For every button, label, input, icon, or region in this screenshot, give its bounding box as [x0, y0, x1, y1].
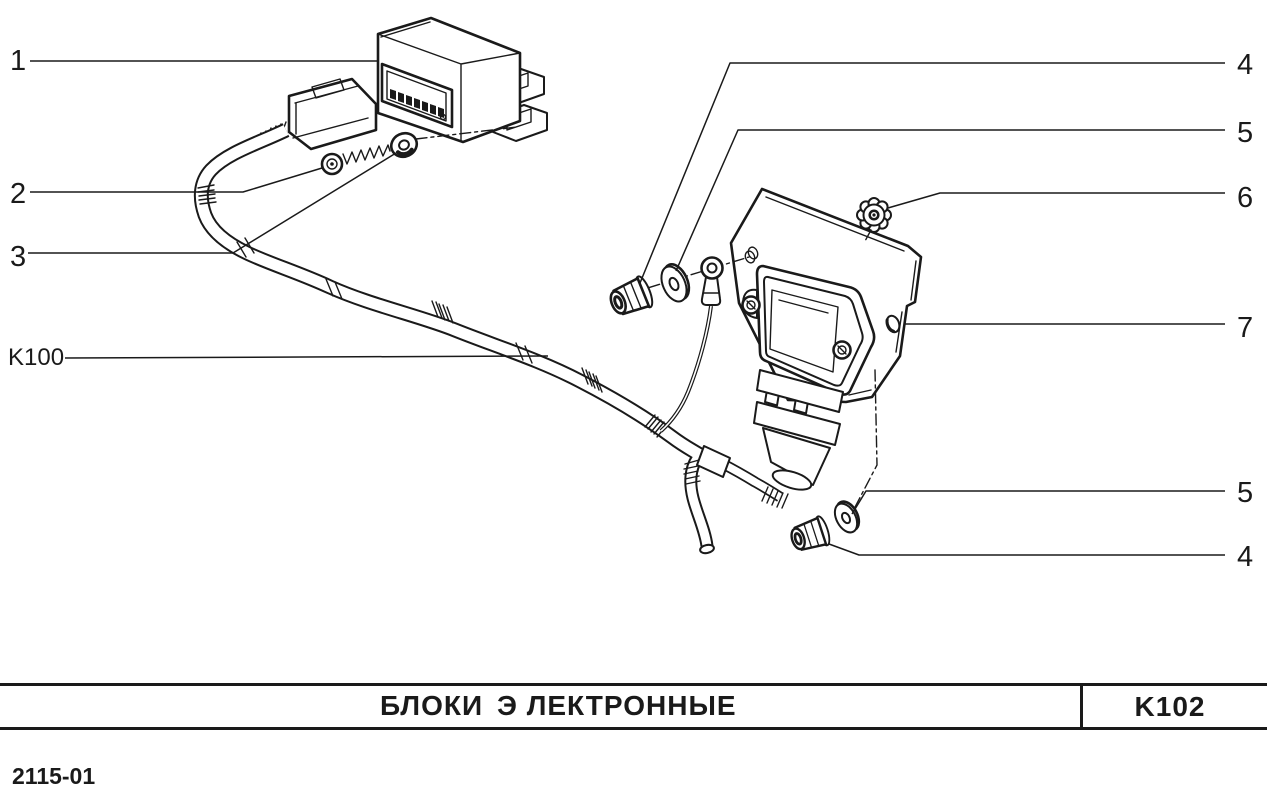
boot-opening	[771, 469, 813, 491]
callout-1: 1	[10, 45, 26, 77]
socket-index-hole	[439, 113, 447, 121]
section-title-word1: БЛОКИ	[380, 690, 483, 721]
page-code: K102	[1135, 691, 1206, 722]
stud-axis-line	[627, 256, 750, 295]
leader-5-bottom	[851, 490, 1225, 515]
leader-3	[28, 152, 397, 254]
callout-6: 6	[1237, 182, 1253, 214]
washer	[389, 131, 419, 159]
module-connector	[753, 369, 844, 509]
ground-wire	[659, 305, 713, 433]
leader-5-top	[675, 129, 1225, 272]
tape-edge-ticks	[236, 237, 533, 364]
upper-washer	[660, 263, 691, 303]
harness-wrap-band	[696, 445, 731, 478]
assembly-axis-line	[415, 126, 518, 140]
callout-4-bottom: 4	[1237, 541, 1253, 573]
callouts: 1 2 3 K100 4 5 6 7 5 4	[8, 45, 1253, 573]
ring-terminal	[700, 256, 724, 306]
leader-4-top	[639, 62, 1225, 284]
leader-6	[887, 192, 1225, 209]
leader-k100	[64, 355, 549, 359]
leader-4-bottom	[828, 543, 1225, 556]
title-block-top-rule	[0, 683, 1267, 686]
screw	[320, 144, 391, 176]
callout-4-top: 4	[1237, 49, 1253, 81]
harness-connector-plug	[254, 77, 378, 151]
module-screw-left	[741, 288, 761, 319]
callout-5-top: 5	[1237, 117, 1253, 149]
callout-2: 2	[10, 178, 26, 210]
callout-5-bottom: 5	[1237, 477, 1253, 509]
module-screw-right	[832, 340, 852, 360]
lower-stud-axis-line	[853, 369, 878, 510]
relay-socket	[380, 62, 454, 129]
title-block-divider	[1080, 683, 1083, 730]
leader-2	[30, 167, 323, 193]
callout-k100: K100	[8, 344, 64, 371]
harness-k100	[193, 123, 783, 555]
lower-washer	[833, 500, 861, 534]
boot-corrugation	[761, 486, 789, 509]
lower-nut	[790, 515, 831, 551]
relay-assembly	[254, 16, 548, 176]
section-title-word2: Э ЛЕКТРОННЫЕ	[497, 690, 737, 721]
sheet-code: 2115-01	[12, 763, 95, 789]
socket-pins	[390, 89, 444, 118]
title-block-bottom-rule	[0, 727, 1267, 730]
callout-7: 7	[1237, 312, 1253, 344]
module-assembly	[609, 187, 923, 551]
callout-3: 3	[10, 241, 26, 273]
title-block: БЛОКИ Э ЛЕКТРОННЫЕ K102	[0, 683, 1267, 730]
upper-nut	[609, 275, 654, 316]
plate-stud-hole	[744, 246, 759, 264]
harness-open-end	[699, 543, 715, 555]
star-nut	[856, 197, 892, 244]
ignition-module	[741, 264, 876, 396]
tape-hatching	[197, 184, 701, 485]
plate-mount-hole	[885, 314, 901, 334]
